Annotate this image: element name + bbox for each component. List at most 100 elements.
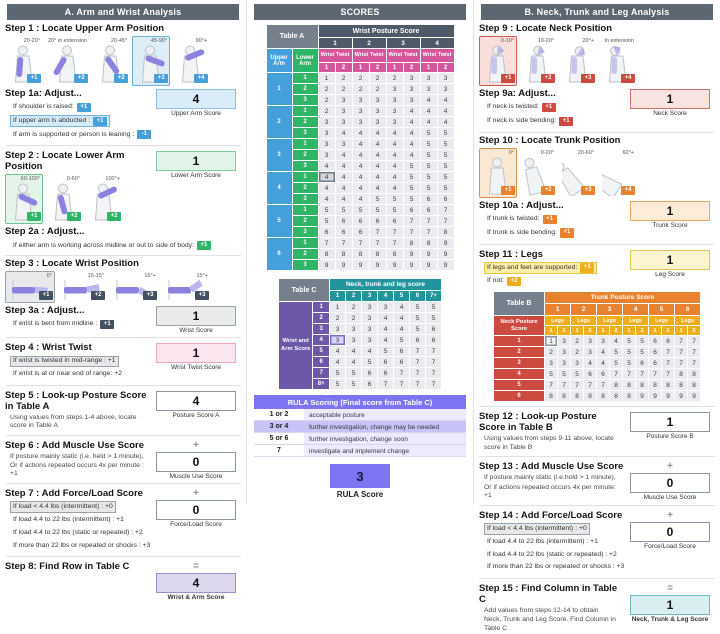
step-6-line-2: Or if actions repeated occurs 4x per min… bbox=[10, 462, 144, 478]
table-header-cell: 1 bbox=[329, 290, 346, 302]
table-header-cell: 3 bbox=[265, 138, 293, 172]
step-7: Step 7 : Add Force/Load Score If load < … bbox=[5, 487, 241, 553]
pose-option[interactable]: 90°++4 bbox=[172, 36, 210, 86]
table-value-cell: 7 bbox=[648, 368, 662, 381]
adjustment-option[interactable]: If arm is supported or person is leaning… bbox=[10, 129, 154, 141]
pose-option[interactable]: 0-10°+1 bbox=[479, 35, 517, 86]
table-value-cell: 2 bbox=[351, 72, 370, 84]
rula-score-meaning: further investigation, change may be nee… bbox=[304, 421, 466, 432]
table-value-cell: 2 bbox=[544, 346, 558, 359]
adjustment-option[interactable]: If shoulder is raised:+1 bbox=[10, 101, 94, 113]
panel-arm-and-wrist: A. Arm and Wrist Analysis Step 1 : Locat… bbox=[0, 0, 247, 601]
table-header-cell: 6 bbox=[674, 303, 701, 317]
table-value-cell: 6 bbox=[583, 368, 597, 381]
table-value-cell: 3 bbox=[385, 105, 404, 117]
adjustment-option[interactable]: If load 4.4 to 22 lbs (static or repeate… bbox=[484, 549, 620, 560]
step-10a: Step 10a : Adjust... If trunk is twisted… bbox=[479, 199, 715, 241]
adjustment-option[interactable]: If not:+2 bbox=[484, 276, 524, 288]
pose-option[interactable]: 100°++2 bbox=[85, 174, 123, 224]
adjustment-option[interactable]: If load < 4.4 lbs (intermittent) : +0 bbox=[10, 501, 116, 513]
pose-option[interactable]: 20°++3 bbox=[559, 36, 597, 86]
table-value-cell: 7 bbox=[409, 378, 426, 390]
adjustment-option[interactable]: If more than 22 lbs or repeated or shock… bbox=[10, 540, 153, 551]
adjustment-option[interactable]: If trunk is twisted:+1 bbox=[484, 213, 560, 225]
adjustment-option[interactable]: If load 4.4 to 22 lbs (static or repeate… bbox=[10, 527, 146, 538]
pose-option[interactable]: 15-15°+2 bbox=[57, 271, 107, 303]
table-value-cell: 4 bbox=[351, 138, 370, 150]
table-value-cell: 7 bbox=[377, 378, 394, 390]
table-value-cell: 9 bbox=[419, 259, 438, 271]
table-value-cell: 5 bbox=[436, 171, 455, 183]
adjustment-option[interactable]: If either arm is working across midline … bbox=[10, 240, 214, 252]
pose-option[interactable]: 60-100°+1 bbox=[5, 174, 43, 225]
option-score-chip: +1 bbox=[76, 102, 91, 113]
option-score-chip: +1 bbox=[93, 116, 108, 126]
adjustment-option[interactable]: If wrist is bent from midline :+1 bbox=[10, 318, 117, 330]
adjustment-option[interactable]: If neck is side bending:+1 bbox=[484, 115, 576, 127]
table-value-cell: 3 bbox=[361, 334, 378, 346]
adjustment-option[interactable]: If upper arm is abducted :+1 bbox=[10, 115, 111, 128]
table-header-cell: 2 bbox=[291, 215, 319, 227]
rula-scoring-title: RULA Scoring (Final score from Table C) bbox=[254, 395, 466, 409]
table-value-cell: 4 bbox=[368, 160, 387, 172]
table-value-cell: 8 bbox=[674, 379, 688, 392]
pose-option[interactable]: 45-90°+3 bbox=[132, 35, 171, 86]
table-value-cell: 3 bbox=[317, 149, 336, 161]
step-12-title: Step 12 : Look-up Posture Score in Table… bbox=[479, 411, 597, 434]
adjustment-option[interactable]: If more than 22 lbs or repeated or shock… bbox=[484, 562, 627, 573]
person-figure bbox=[53, 45, 77, 83]
table-header-cell: Wrist Twist bbox=[317, 48, 353, 63]
adjustment-option[interactable]: If neck is twisted:+1 bbox=[484, 101, 559, 113]
table-header-cell: 1 bbox=[570, 325, 584, 337]
pose-option[interactable]: 20-45°+2 bbox=[92, 36, 130, 86]
pose-option[interactable]: 20-60°+3 bbox=[559, 148, 597, 198]
person-figure bbox=[602, 172, 623, 196]
adjustment-option[interactable]: If legs and feet are supported:+1 bbox=[484, 261, 598, 275]
table-value-cell: 7 bbox=[425, 367, 442, 379]
table-header-cell: Legs bbox=[570, 315, 597, 327]
pose-option[interactable]: 0-20°+2 bbox=[519, 148, 557, 198]
step-1a-title: Step 1a: Adjust... bbox=[5, 87, 82, 99]
table-value-cell: 6 bbox=[351, 226, 370, 238]
adjustment-option[interactable]: If load < 4.4 lbs (intermittent) : +0 bbox=[484, 523, 590, 535]
table-value-cell: 5 bbox=[334, 204, 353, 216]
table-value-cell: 7 bbox=[393, 367, 410, 379]
table-header-cell: 3 bbox=[291, 127, 319, 139]
adjustment-option[interactable]: If wrist is twisted in mid-range : +1 bbox=[10, 355, 119, 368]
table-value-cell: 4 bbox=[368, 138, 387, 150]
adjustment-option[interactable]: If wrist is at or near end of range: +2 bbox=[10, 369, 125, 380]
pose-option[interactable]: 15°++3 bbox=[161, 271, 211, 303]
step-13-line-2: Or if actions repeated occurs 4x per min… bbox=[484, 483, 616, 500]
table-value-cell: 6 bbox=[402, 204, 421, 216]
table-value-cell: 6 bbox=[419, 204, 438, 216]
table-header-cell: 4 bbox=[265, 171, 293, 205]
pose-option[interactable]: In extension+4 bbox=[599, 36, 637, 86]
pose-option[interactable]: 20° in extension+2 bbox=[45, 36, 90, 86]
step-10-title: Step 10 : Locate Trunk Position bbox=[479, 134, 621, 146]
option-text: If legs and feet are supported: bbox=[487, 263, 578, 271]
table-value-cell: 5 bbox=[317, 204, 336, 216]
option-score-chip: +1 bbox=[559, 228, 574, 238]
table-value-cell: 3 bbox=[436, 83, 455, 95]
score-box: 1 bbox=[630, 88, 710, 109]
adjustment-option[interactable]: If load 4.4 to 22 lbs (intermittent) : +… bbox=[10, 514, 127, 525]
pose-option[interactable]: 20-20°+1 bbox=[5, 36, 43, 86]
table-value-cell: 3 bbox=[583, 335, 597, 348]
pose-option[interactable]: 0°+1 bbox=[5, 270, 55, 303]
pose-option[interactable]: 0°+1 bbox=[479, 147, 517, 198]
table-value-cell: 5 bbox=[329, 378, 346, 390]
divider bbox=[479, 577, 715, 579]
adjustment-option[interactable]: If trunk is side bending:+1 bbox=[484, 227, 577, 239]
pose-score-chip: +4 bbox=[621, 185, 635, 195]
pose-option[interactable]: 0-60°+2 bbox=[45, 174, 83, 224]
pose-option[interactable]: 10-20°+2 bbox=[519, 36, 557, 86]
pose-option[interactable]: 15°++3 bbox=[109, 271, 159, 303]
table-header-cell: 1 bbox=[291, 105, 319, 117]
pose-option[interactable]: 60°++4 bbox=[599, 148, 637, 198]
adjustment-option[interactable]: If load 4.4 to 22 lbs (intermittent) : +… bbox=[484, 536, 601, 547]
table-value-cell: 5 bbox=[436, 182, 455, 194]
